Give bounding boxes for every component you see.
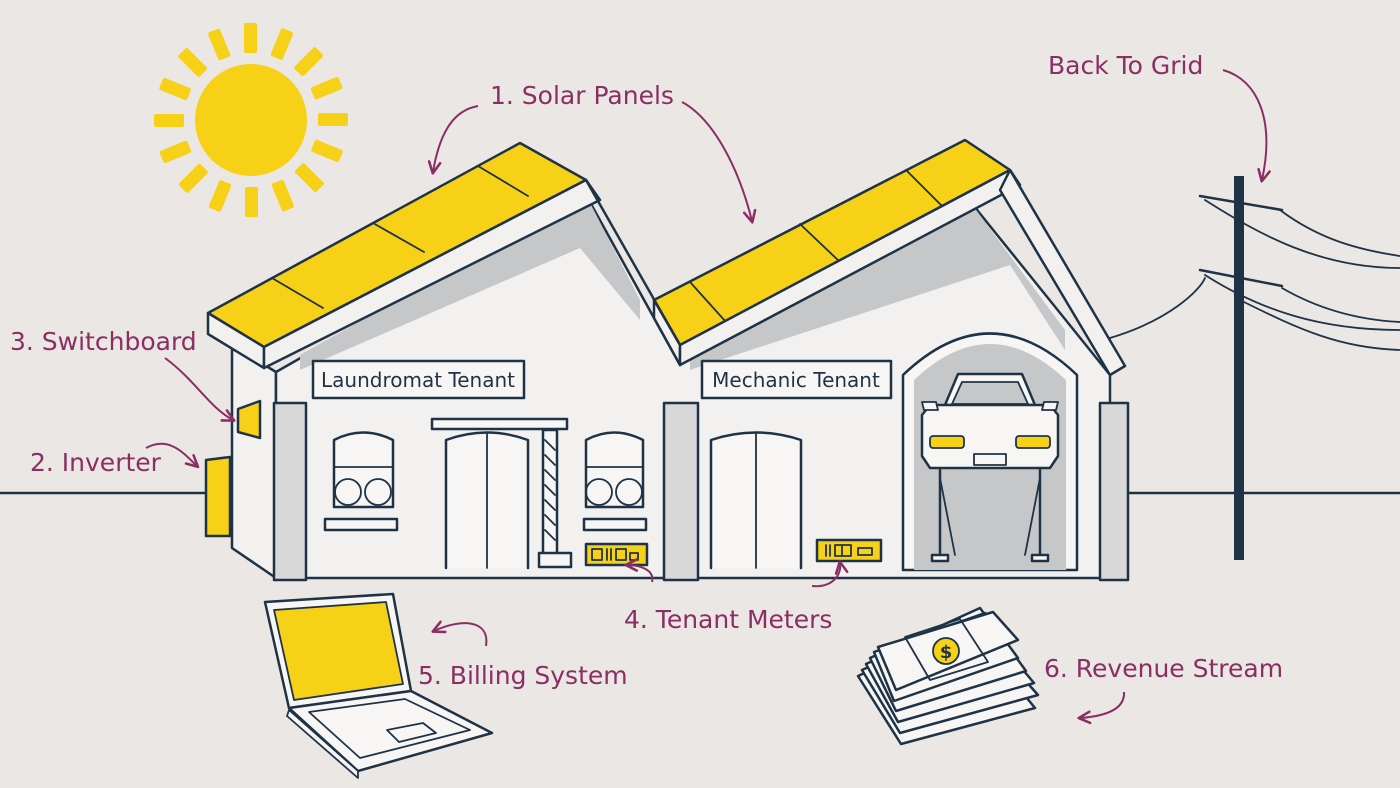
laptop-icon [263,592,494,779]
label-back-to-grid: Back To Grid [1048,51,1203,80]
side-wall [230,343,278,580]
right-roof-end [998,168,1127,377]
pillar-middle [662,401,700,582]
label-solar-panels: 1. Solar Panels [490,81,674,110]
label-billing-system: 5. Billing System [418,661,628,690]
arrow-solar-right [681,101,757,224]
inverter [204,455,232,538]
laundromat-window-left [323,431,399,532]
sun-icon [154,23,348,217]
arrow-solar-left [427,105,479,175]
arrow-meter-left [624,558,654,583]
laundromat-window-right [582,431,648,532]
label-inverter: 2. Inverter [30,448,162,477]
switchboard [236,399,262,440]
mechanic-door [709,431,803,570]
label-tenant-meters: 4. Tenant Meters [624,605,832,634]
money-stack-icon: $ [856,606,1040,746]
label-revenue-stream: 6. Revenue Stream [1044,654,1283,683]
left-roof-fascia [262,178,602,370]
arrow-billing [431,620,488,647]
arrow-grid [1222,69,1271,183]
tenant-meter-laundromat [584,542,649,567]
arrow-inverter [145,442,200,469]
arrow-switchboard [164,357,236,422]
power-pole-icon [1109,176,1400,560]
laundromat-sign-text: Laundromat Tenant [321,368,515,392]
arrow-meter-right [811,560,849,588]
right-gable-shade [690,195,1065,370]
mechanic-sign [700,359,893,400]
left-gable-shade [300,195,640,370]
dollar-icon: $ [932,637,960,665]
building: Laundromat Tenant Mechanic Tenant [204,138,1130,582]
laundromat-door [430,417,573,570]
car-icon [920,372,1060,563]
arrow-revenue [1077,691,1126,725]
laundromat-sign [311,359,526,400]
pillar-right [1098,401,1130,582]
tenant-meter-mechanic [815,538,883,563]
label-switchboard: 3. Switchboard [10,327,197,356]
mechanic-sign-text: Mechanic Tenant [712,368,880,392]
pillar-left [272,401,308,582]
svg-text:$: $ [940,642,953,663]
